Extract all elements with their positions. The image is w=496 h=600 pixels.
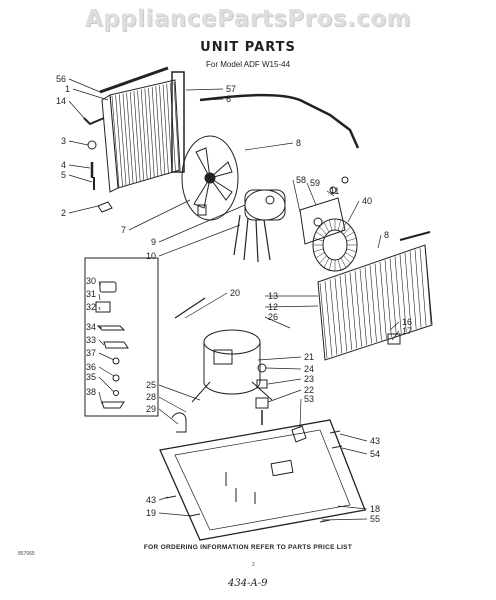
callout-53: 53 — [304, 394, 314, 404]
leader-lines — [68, 78, 400, 521]
diagram-subtitle: For Model ADF W15-44 — [205, 60, 291, 69]
part-drawings — [83, 66, 433, 541]
callout-59: 59 — [310, 178, 320, 188]
callout-23: 23 — [304, 374, 314, 384]
callout-13: 13 — [268, 291, 278, 301]
diagram-title: UNIT PARTS — [200, 40, 296, 55]
callout-12: 12 — [268, 302, 278, 312]
base-pan — [159, 412, 366, 541]
callout-26: 26 — [268, 312, 278, 322]
callout-11: 11 — [330, 186, 339, 196]
callout-18: 18 — [370, 504, 380, 514]
callout-54: 54 — [370, 449, 380, 459]
callout-6: 6 — [226, 94, 231, 104]
callout-8: 8 — [296, 138, 301, 148]
callout-9: 9 — [151, 237, 156, 247]
fan-blade — [181, 135, 239, 221]
callout-8: 8 — [384, 230, 389, 240]
callout-3: 3 — [61, 136, 66, 146]
watermark: AppliancePartsPros.com — [84, 6, 412, 32]
callout-4: 4 — [61, 160, 66, 170]
document-code: 857065 — [18, 551, 35, 557]
callout-32: 32 — [86, 302, 96, 312]
grommet-part — [87, 140, 97, 150]
callout-7: 7 — [121, 225, 126, 235]
callout-38: 38 — [86, 387, 96, 397]
callout-31: 31 — [86, 289, 96, 299]
callout-40: 40 — [362, 196, 372, 206]
blower-assembly — [299, 176, 358, 272]
callout-19: 19 — [146, 508, 156, 518]
condenser-coil — [99, 66, 185, 193]
page-mark: 2 — [252, 562, 255, 568]
callout-20: 20 — [230, 288, 240, 298]
ordering-note: FOR ORDERING INFORMATION REFER TO PARTS … — [143, 544, 353, 551]
callout-17: 17 — [402, 326, 412, 336]
callout-10: 10 — [146, 251, 156, 261]
callout-22: 22 — [304, 385, 314, 395]
callout-16: 16 — [402, 317, 412, 327]
callout-57: 57 — [226, 84, 236, 94]
callout-24: 24 — [304, 364, 314, 374]
callout-28: 28 — [146, 392, 156, 402]
callout-36: 36 — [86, 362, 96, 372]
callout-43: 43 — [370, 436, 380, 446]
clip-part — [97, 201, 113, 213]
callout-25: 25 — [146, 380, 156, 390]
evaporator-coil — [317, 231, 433, 361]
electrical-parts — [95, 281, 129, 409]
callout-5: 5 — [61, 170, 66, 180]
callout-33: 33 — [86, 335, 96, 345]
bracket-part — [83, 117, 105, 126]
callout-56: 56 — [56, 74, 66, 84]
callout-34: 34 — [86, 322, 96, 332]
drawing-number: 434-A-9 — [228, 578, 268, 589]
callout-58: 58 — [296, 175, 306, 185]
callout-29: 29 — [146, 404, 156, 414]
electrical-parts-inset — [84, 257, 159, 417]
callout-2: 2 — [61, 208, 66, 218]
tubing — [199, 93, 360, 149]
callout-55: 55 — [370, 514, 380, 524]
callout-35: 35 — [86, 372, 96, 382]
callout-14: 14 — [56, 96, 66, 106]
fan-motor — [233, 189, 286, 263]
callout-43: 43 — [146, 495, 156, 505]
callout-37: 37 — [86, 348, 96, 358]
callout-21: 21 — [304, 352, 314, 362]
callout-1: 1 — [65, 84, 70, 94]
callout-30: 30 — [86, 276, 96, 286]
compressor — [174, 297, 273, 403]
